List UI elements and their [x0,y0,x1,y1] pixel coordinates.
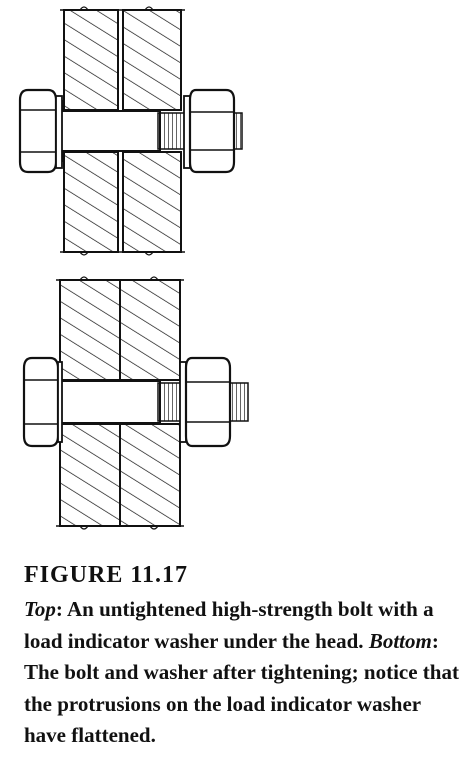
top-assembly [18,6,243,256]
bottom-plate-right [119,279,181,527]
caption-top-label: Top [24,597,56,621]
bottom-assembly [22,276,249,530]
caption-bottom-label: Bottom [368,628,432,653]
bottom-nut [184,356,232,448]
top-nut [188,88,236,174]
bottom-bolt-head [22,356,60,448]
caption-text: Top: An untightened high-strength bolt w… [24,594,464,752]
top-load-indicator-washer [55,95,65,169]
bolt-diagram [18,6,249,530]
caption-top-text: : An untightened high-strength bolt with… [24,597,434,653]
top-plate-left [63,9,119,253]
figure-caption: FIGURE 11.17 Top: An untightened high-st… [24,560,464,752]
figure-number: FIGURE 11.17 [24,562,189,588]
top-bolt-head [18,88,58,174]
caption-bottom-text: : The bolt and washer after tightening; … [24,628,459,748]
bottom-load-indicator-washer [57,361,63,443]
